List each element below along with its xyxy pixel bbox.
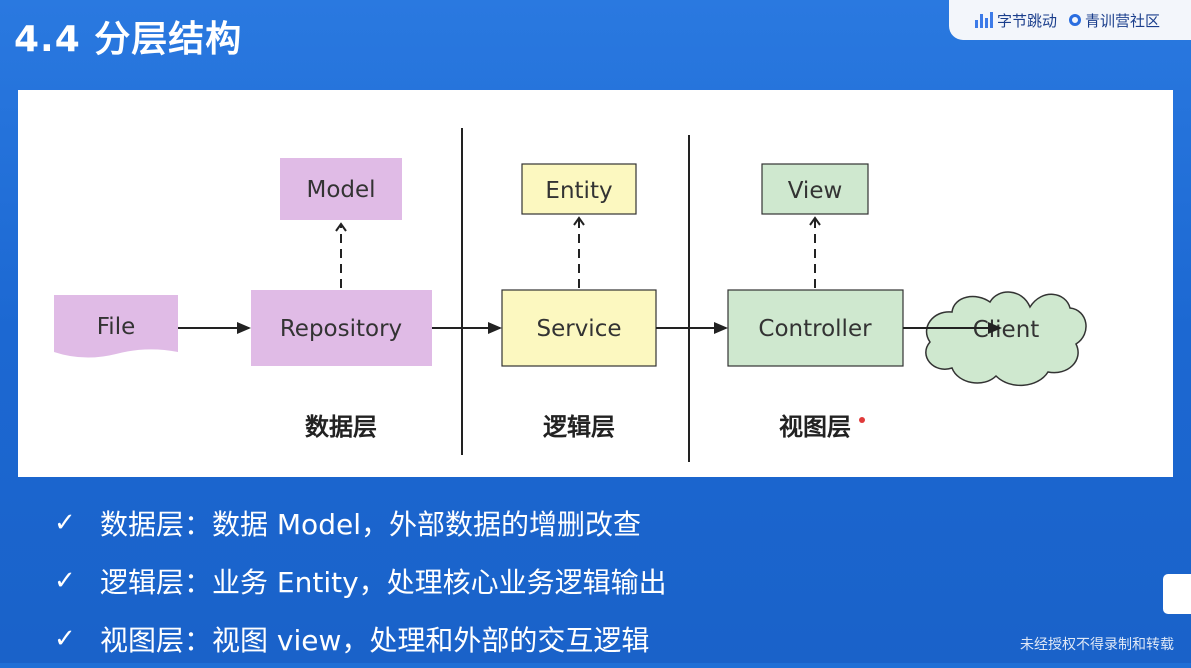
repository-node-label: Repository <box>280 316 402 342</box>
service-node: Service <box>501 289 657 367</box>
diagram-panel: File Repository Model Service Entity Con… <box>18 90 1173 477</box>
view-node: View <box>761 163 869 215</box>
model-node: Model <box>280 158 402 220</box>
list-item: ✓ 逻辑层：业务 Entity，处理核心业务逻辑输出 <box>54 552 667 610</box>
layer-label-data: 数据层 <box>305 413 377 441</box>
pointer-dot-icon <box>859 417 865 423</box>
view-node-label: View <box>788 178 843 204</box>
side-tab[interactable] <box>1163 574 1191 614</box>
bullet-text: 数据层：数据 Model，外部数据的增删改查 <box>100 508 641 541</box>
checkmark-icon: ✓ <box>54 508 76 538</box>
entity-node: Entity <box>521 163 637 215</box>
footer-note: 未经授权不得录制和转载 <box>1020 637 1174 653</box>
entity-node-label: Entity <box>545 178 612 204</box>
client-node-label: Client <box>973 317 1040 343</box>
file-node-label: File <box>97 314 136 340</box>
bytedance-logo: 字节跳动 <box>975 10 1057 31</box>
bytedance-bars-icon <box>975 12 993 28</box>
service-node-label: Service <box>536 316 621 342</box>
bullet-list: ✓ 数据层：数据 Model，外部数据的增删改查 ✓ 逻辑层：业务 Entity… <box>54 494 667 668</box>
youthcamp-ring-icon <box>1069 14 1082 26</box>
controller-node-label: Controller <box>758 316 872 342</box>
file-node: File <box>54 295 178 358</box>
slide-title: 4.4 分层结构 <box>14 19 243 60</box>
client-node: Client <box>925 291 1087 387</box>
layer-label-logic: 逻辑层 <box>543 413 615 441</box>
layered-architecture-diagram: File Repository Model Service Entity Con… <box>54 128 1087 462</box>
list-item: ✓ 视图层：视图 view，处理和外部的交互逻辑 <box>54 610 667 668</box>
repository-node: Repository <box>251 290 432 366</box>
layer-label-view: 视图层 <box>779 413 851 441</box>
youthcamp-logo-text: 青训营社区 <box>1085 11 1161 30</box>
bytedance-logo-text: 字节跳动 <box>997 11 1058 30</box>
checkmark-icon: ✓ <box>54 566 76 596</box>
bullet-text: 逻辑层：业务 Entity，处理核心业务逻辑输出 <box>100 566 667 599</box>
logo-bar: 字节跳动 青训营社区 <box>949 0 1191 40</box>
checkmark-icon: ✓ <box>54 624 76 654</box>
youthcamp-logo: 青训营社区 <box>1069 10 1160 31</box>
controller-node: Controller <box>727 289 904 367</box>
model-node-label: Model <box>306 177 375 203</box>
bullet-text: 视图层：视图 view，处理和外部的交互逻辑 <box>100 624 650 657</box>
list-item: ✓ 数据层：数据 Model，外部数据的增删改查 <box>54 494 667 552</box>
